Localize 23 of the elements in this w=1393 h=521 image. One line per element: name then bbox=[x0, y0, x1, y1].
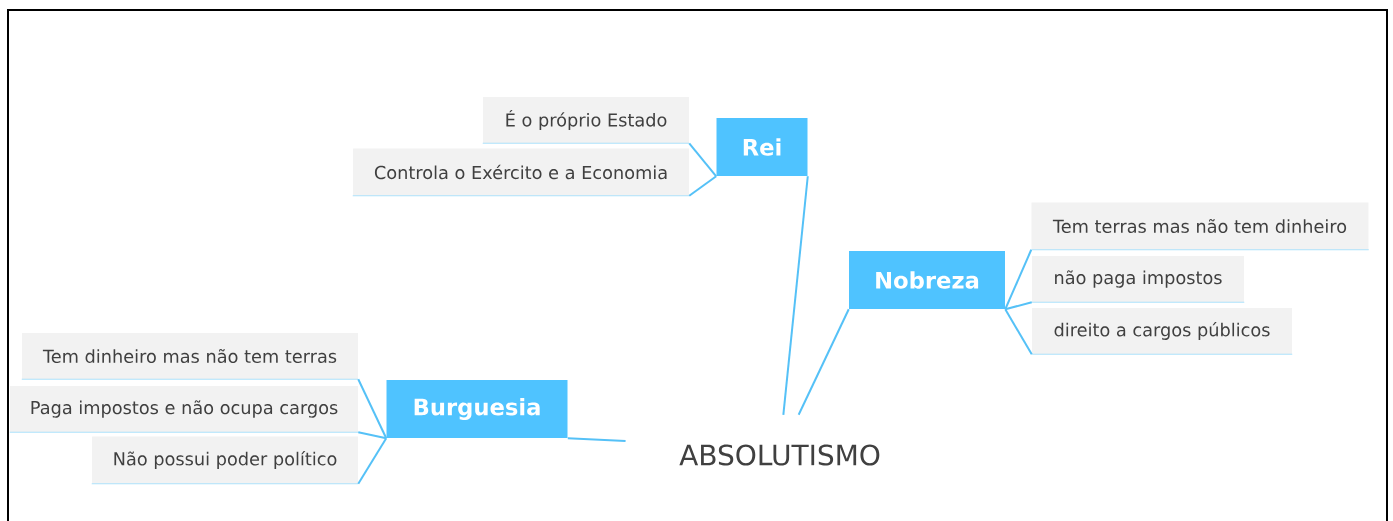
subtopic-box: não paga impostos bbox=[1031, 256, 1245, 303]
branch-line bbox=[782, 175, 809, 416]
branch-line bbox=[1004, 301, 1033, 311]
subtopic-box: É o próprio Estado bbox=[482, 97, 690, 144]
branch-line bbox=[1004, 248, 1033, 311]
subtopic-box: Paga impostos e não ocupa cargos bbox=[9, 386, 359, 433]
branch-line bbox=[566, 437, 627, 442]
subtopic-box: Controla o Exército e a Economia bbox=[352, 148, 690, 197]
central-topic: ABSOLUTISMO bbox=[679, 444, 880, 466]
subtopic-box: direito a cargos públicos bbox=[1031, 308, 1293, 355]
branch-line bbox=[797, 308, 850, 416]
branch-line bbox=[357, 431, 388, 440]
branch-line bbox=[1004, 308, 1033, 356]
subtopic-box: Tem dinheiro mas não tem terras bbox=[21, 333, 359, 380]
subtopic-box: Tem terras mas não tem dinheiro bbox=[1030, 202, 1370, 251]
branch-line bbox=[357, 378, 388, 440]
topic-box: Rei bbox=[716, 118, 808, 176]
branch-line bbox=[688, 142, 718, 178]
topic-box: Nobreza bbox=[849, 251, 1005, 309]
topic-box: Burguesia bbox=[386, 380, 568, 438]
subtopic-box: Não possui poder político bbox=[91, 436, 359, 485]
branch-line bbox=[357, 437, 388, 485]
branch-line bbox=[688, 175, 718, 197]
